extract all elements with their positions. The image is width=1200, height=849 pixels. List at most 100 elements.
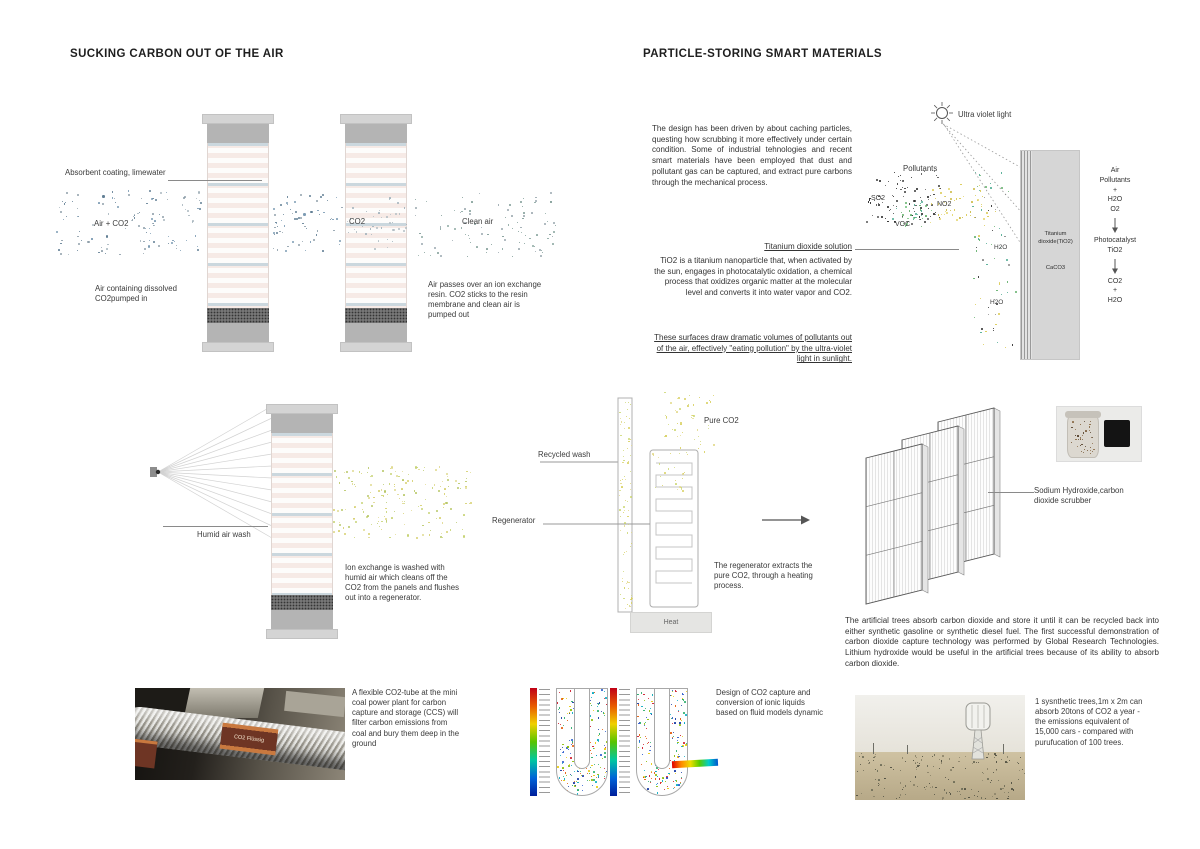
tio2-panel: Titanium dioxide(TiO2) CaCO3 xyxy=(1020,150,1080,360)
washed-co2-particles xyxy=(333,466,472,540)
tower-block xyxy=(271,610,333,629)
voc-label: VOC xyxy=(895,221,911,228)
humid-air-wash-label: Humid air wash xyxy=(197,530,251,539)
sun-icon xyxy=(931,102,953,124)
machinery-bracket xyxy=(284,690,345,718)
recycled-wash-label: Recycled wash xyxy=(538,450,591,459)
artificial-trees-caption: The artificial trees absorb carbon dioxi… xyxy=(845,616,1159,668)
so2-label: SO2 xyxy=(871,195,886,202)
h2o-label: H2O xyxy=(990,299,1004,306)
tower-block xyxy=(207,124,269,143)
hose-band-label: CO2 Flüssig xyxy=(233,734,265,744)
tio2-coating-strip xyxy=(1021,151,1032,359)
hose-band-partial xyxy=(135,738,158,769)
tower1-caption: Air containing dissolved CO2pumped in xyxy=(95,284,177,304)
tower-body xyxy=(271,433,333,595)
surfaces-paragraph: These surfaces draw dramatic volumes of … xyxy=(654,333,852,364)
desert-tower-photo xyxy=(855,695,1025,800)
flow-outputs: CO2 + H2O xyxy=(1107,277,1123,305)
ion-exchange-tower xyxy=(266,404,338,639)
cfd-inner-wall xyxy=(574,689,590,769)
heat-label: Heat xyxy=(663,619,679,626)
tower-resin-band xyxy=(345,308,407,323)
leader-line xyxy=(855,249,959,250)
flow-catalyst: Photocatalyst TiO2 xyxy=(1093,236,1137,254)
scrubber-cartridge xyxy=(1104,420,1130,447)
cfd-u-tube xyxy=(636,688,688,796)
down-arrow-icon xyxy=(1112,217,1118,233)
tio2-heading: Titanium dioxide solution xyxy=(764,242,852,251)
humid-wash-caption: Ion exchange is washed with humid air wh… xyxy=(345,563,459,603)
tower-resin-band xyxy=(207,308,269,323)
pure-co2-label: Pure CO2 xyxy=(704,416,739,425)
uv-rays xyxy=(942,123,1026,251)
tower-block xyxy=(207,323,269,342)
tio2-paragraph: TiO2 is a titanium nanoparticle that, wh… xyxy=(654,256,852,298)
absorber-tower-1 xyxy=(202,114,274,352)
section-title-right: PARTICLE-STORING SMART MATERIALS xyxy=(643,48,882,60)
scrubber-label: Sodium Hydroxide,carbon dioxide scrubber xyxy=(1034,486,1124,506)
no2-label: NO2 xyxy=(937,201,952,208)
cfd-scale-labels xyxy=(539,689,550,795)
cfd-diagram-2 xyxy=(610,686,720,802)
heating-coil xyxy=(655,462,693,584)
absorbent-coating-label: Absorbent coating, limewater xyxy=(65,168,166,177)
scrubber-photo xyxy=(1056,406,1142,462)
co2-label: CO2 xyxy=(349,217,366,226)
desert-ground xyxy=(855,752,1025,800)
regenerator-caption: The regenerator extracts the pure CO2, t… xyxy=(714,561,813,591)
cfd-inner-wall xyxy=(654,689,670,769)
leader-line xyxy=(168,180,262,181)
scrubber-jar xyxy=(1067,414,1099,458)
cfd-caption: Design of CO2 capture and conversion of … xyxy=(716,688,824,718)
tower-body xyxy=(207,143,269,308)
co2-hose-photo: CO2 Flüssig xyxy=(135,688,345,780)
leader-line xyxy=(988,492,1034,493)
spray-nozzle xyxy=(150,467,157,477)
tower-cap xyxy=(202,342,274,352)
tower-cap xyxy=(266,629,338,639)
cfd-scale-labels xyxy=(619,689,630,795)
tower-block xyxy=(345,323,407,342)
desert-caption: 1 sysnthetic trees,1m x 2m can absorb 20… xyxy=(1035,697,1143,747)
utility-pole xyxy=(907,745,908,754)
clean-air-label: Clean air xyxy=(462,217,494,226)
uv-light-label: Ultra violet light xyxy=(958,110,1012,119)
leader-line xyxy=(163,526,268,527)
smart-materials-intro: The design has been driven by about cach… xyxy=(652,124,852,187)
regenerator-diagram xyxy=(540,397,810,613)
cfd-outflow-streak xyxy=(671,758,719,769)
tower-block xyxy=(345,124,407,143)
synthetic-tree-tower xyxy=(965,702,991,760)
utility-pole xyxy=(873,743,874,754)
reaction-flow: Air Pollutants + H2O O2 Photocatalyst Ti… xyxy=(1086,166,1144,306)
cfd-color-scale xyxy=(610,688,617,796)
air-co2-particles xyxy=(56,190,204,256)
spray-fan-graphic xyxy=(150,405,273,539)
cfd-color-scale xyxy=(530,688,537,796)
regenerator-label: Regenerator xyxy=(492,516,536,525)
air-co2-particles xyxy=(272,193,343,252)
section-title-left: SUCKING CARBON OUT OF THE AIR xyxy=(70,48,284,60)
pollutants-label: Pollutants xyxy=(903,164,938,173)
jar-lid xyxy=(1065,411,1101,418)
flow-inputs: Air Pollutants + H2O O2 xyxy=(1099,167,1131,214)
panel-label-tio2: Titanium dioxide(TiO2) xyxy=(1038,231,1073,245)
h2o-label: H2O xyxy=(994,244,1008,251)
tower-block xyxy=(271,414,333,433)
cfd-u-tube xyxy=(556,688,608,796)
air-in-label: Air + CO2 xyxy=(94,219,129,228)
tower-cap xyxy=(202,114,274,124)
tower-body xyxy=(345,143,407,308)
hose-caption: A flexible CO2-tube at the mini coal pow… xyxy=(352,688,460,748)
tower2-caption: Air passes over an ion exchange resin. C… xyxy=(428,280,542,320)
tower-cap xyxy=(266,404,338,414)
tower-cap xyxy=(340,114,412,124)
panel-label-caco3: CaCO3 xyxy=(1045,265,1066,271)
down-arrow-icon xyxy=(1112,258,1118,274)
heat-box: Heat xyxy=(630,612,712,633)
tower-resin-band xyxy=(271,595,333,610)
utility-pole xyxy=(1003,744,1004,754)
absorber-tower-2 xyxy=(340,114,412,352)
